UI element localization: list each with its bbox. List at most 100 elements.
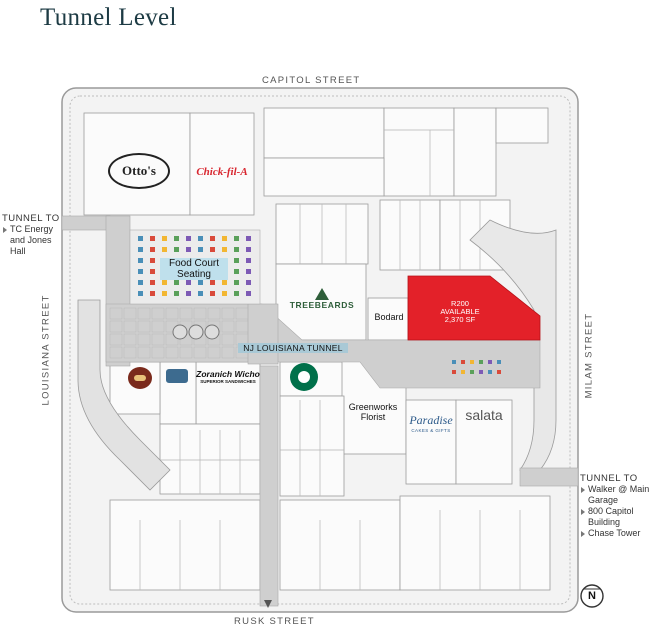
seat bbox=[198, 236, 203, 241]
floor-tile bbox=[179, 307, 193, 320]
paradise-logo-sub: CAKES & GIFTS bbox=[411, 428, 451, 433]
compass-letter: N bbox=[588, 590, 596, 602]
chickfila-unit bbox=[189, 112, 255, 216]
seat bbox=[150, 236, 155, 241]
tunnel-west-item: TC Energy bbox=[2, 224, 60, 235]
floor-tile bbox=[221, 320, 235, 333]
salata-logo-text: salata bbox=[465, 407, 503, 423]
treebeards-logo: TREEBEARDS bbox=[282, 282, 362, 316]
seat bbox=[174, 247, 179, 252]
seat bbox=[138, 247, 143, 252]
seat bbox=[470, 370, 474, 374]
available-size: 2,370 SF bbox=[444, 315, 476, 324]
available-space-r200 bbox=[407, 275, 541, 341]
starbucks-logo bbox=[290, 363, 318, 391]
seat bbox=[246, 236, 251, 241]
tunnel-west-item: and Jones bbox=[10, 235, 52, 245]
east-ramp bbox=[469, 219, 557, 471]
seat bbox=[210, 247, 215, 252]
seat bbox=[138, 236, 143, 241]
floor-tile bbox=[123, 346, 137, 359]
floor-tile bbox=[123, 320, 137, 333]
tunnel-west-stub bbox=[61, 215, 111, 231]
ottos-logo: Otto's bbox=[108, 153, 170, 189]
treebeards-unit bbox=[275, 263, 367, 341]
tunnel-east-note: TUNNEL TO Walker @ Main Garage 800 Capit… bbox=[580, 473, 649, 539]
seat bbox=[452, 370, 456, 374]
seat bbox=[210, 236, 215, 241]
starbucks-icon bbox=[298, 371, 310, 383]
chickfila-logo: Chick-fil-A bbox=[190, 158, 254, 186]
tunnel-east-item: Building bbox=[588, 517, 621, 527]
tunnel-east-item: Chase Tower bbox=[580, 528, 649, 539]
seat bbox=[162, 236, 167, 241]
paradise-logo: Paradise CAKES & GIFTS bbox=[406, 408, 456, 438]
seat bbox=[222, 280, 227, 285]
west-ramp bbox=[77, 299, 171, 491]
floor-tile bbox=[137, 333, 151, 346]
greenworks-label: Greenworks Florist bbox=[348, 402, 398, 422]
seat bbox=[186, 291, 191, 296]
available-id: R200 bbox=[451, 299, 469, 308]
floor-tile bbox=[207, 346, 221, 359]
seat bbox=[246, 258, 251, 263]
tunnel-east-item: 800 Capitol bbox=[580, 506, 649, 517]
tunnel-east-item: Walker @ Main bbox=[580, 484, 649, 495]
bodard-unit bbox=[367, 297, 409, 341]
tunnel-east-item: Garage bbox=[588, 495, 619, 505]
seat bbox=[470, 360, 474, 364]
page-title: Tunnel Level bbox=[40, 4, 177, 31]
seat bbox=[150, 269, 155, 274]
floor-tile bbox=[207, 307, 221, 320]
floor-tile bbox=[137, 320, 151, 333]
floor-tile bbox=[165, 346, 179, 359]
seat bbox=[246, 247, 251, 252]
shield-logo bbox=[164, 366, 190, 386]
floor-tile bbox=[193, 307, 207, 320]
seat bbox=[234, 291, 239, 296]
shield-icon bbox=[166, 369, 188, 383]
food-court-label: Food Court Seating bbox=[160, 258, 228, 280]
floor-tile bbox=[137, 307, 151, 320]
seat bbox=[138, 291, 143, 296]
floor-tile bbox=[235, 307, 249, 320]
round-table bbox=[188, 324, 204, 340]
seat bbox=[186, 236, 191, 241]
floor-tile bbox=[151, 320, 165, 333]
seat bbox=[246, 269, 251, 274]
sandwich-logo-sub: SUPERIOR SANDWICHES bbox=[200, 378, 256, 384]
sandwich-logo-text: Zoranich Wicho bbox=[196, 368, 260, 379]
seat bbox=[461, 370, 465, 374]
tunnel-east-stub bbox=[519, 467, 579, 487]
round-table bbox=[172, 324, 188, 340]
floor-tile bbox=[165, 333, 179, 346]
tunnel-west-note: TUNNEL TO TC Energy and Jones Hall bbox=[2, 213, 60, 257]
floor-tile bbox=[165, 307, 179, 320]
seat bbox=[234, 258, 239, 263]
seat bbox=[162, 291, 167, 296]
floor-tile bbox=[109, 346, 123, 359]
seat bbox=[174, 280, 179, 285]
street-north: CAPITOL STREET bbox=[262, 75, 361, 86]
seat bbox=[479, 360, 483, 364]
bodard-label: Bodard bbox=[374, 312, 404, 322]
floor-tile bbox=[179, 346, 193, 359]
seat bbox=[162, 280, 167, 285]
tunnel-west-item: Hall bbox=[10, 246, 26, 256]
seat bbox=[234, 280, 239, 285]
seat bbox=[452, 360, 456, 364]
street-south: RUSK STREET bbox=[234, 616, 315, 627]
seat bbox=[222, 291, 227, 296]
tunnel-west-heading: TUNNEL TO bbox=[2, 213, 60, 224]
seat bbox=[150, 258, 155, 263]
seat bbox=[479, 370, 483, 374]
chickfila-logo-text: Chick-fil-A bbox=[196, 166, 248, 178]
floor-tile bbox=[221, 346, 235, 359]
seat bbox=[150, 291, 155, 296]
floor-tile bbox=[109, 307, 123, 320]
seat bbox=[186, 247, 191, 252]
round-table bbox=[204, 324, 220, 340]
floor-tile bbox=[137, 346, 151, 359]
seat bbox=[234, 269, 239, 274]
